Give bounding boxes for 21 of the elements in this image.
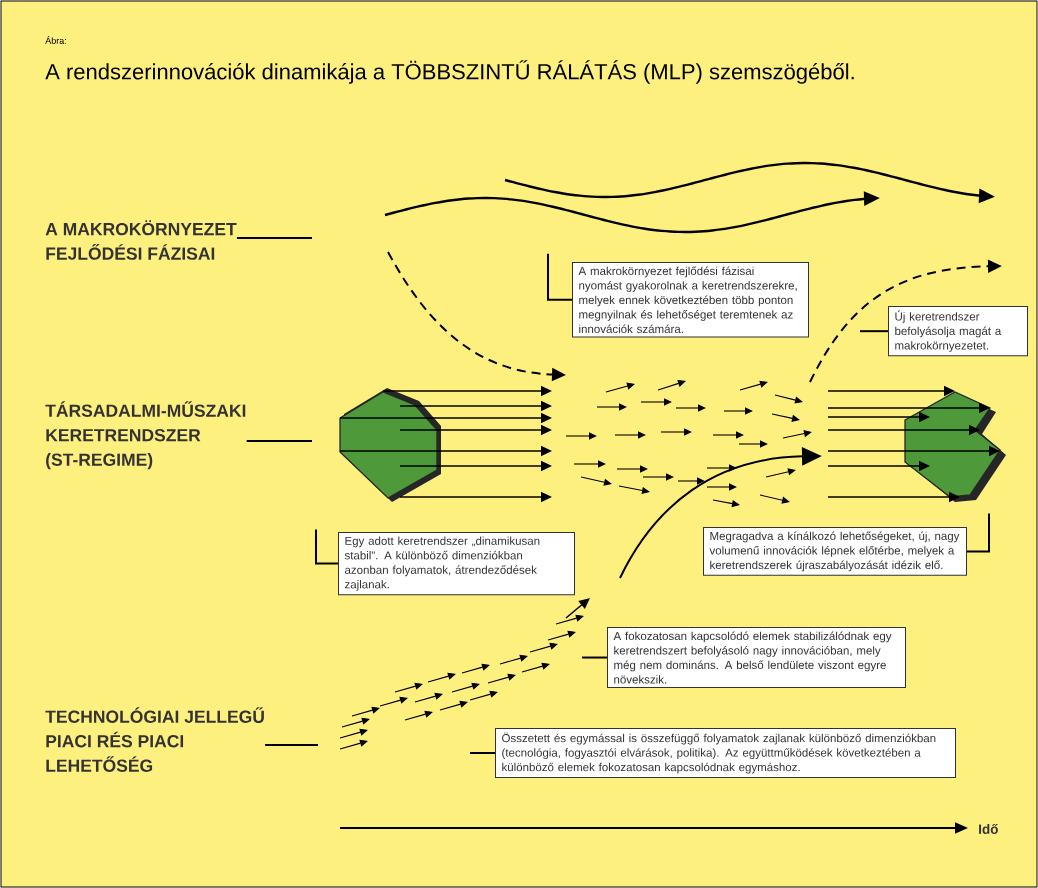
leader-line xyxy=(859,330,889,333)
leader-line xyxy=(966,512,990,553)
callout-box: Új keretrendszer befolyásolja magát a makrokörnyezetet. xyxy=(888,306,1028,357)
callout-box: A makrokörnyezet fejlődési fázisai nyomást gyakorolnak a keretrendszerekre, melyek ennek következtében több ponton megnyilnak és lehetőséget teremtenek az innovációk számára. xyxy=(572,262,809,338)
callout-box: Megragadva a kínálkozó lehetőségeket, új, nagy volumenű innovációk lépnek előtérbe, melyek a keretrendszerek újraszabályozását idézik elő. xyxy=(703,527,967,576)
leader-line xyxy=(581,656,608,659)
leader-line xyxy=(469,752,496,754)
leader-line xyxy=(315,528,339,565)
caption-label: Ábra: xyxy=(45,36,66,44)
level-label: TÁRSADALMI-MŰSZAKI KERETRENDSZER (ST-REGIME) xyxy=(45,401,246,470)
leader-line xyxy=(245,440,313,442)
leader-line xyxy=(235,237,313,239)
callout-box: Összetett és egymással is összefüggő folyamatok zajlanak különböző dimenziókban (tecnológia, fogyasztói elvárások, politika). Az együttműködések következtében a különböző elemek fokozatosan kapcsolódnak egymáshoz. xyxy=(495,728,956,778)
level-label: TECHNOLÓGIAI JELLEGŰ PIACI RÉS PIACI LEHETŐSÉG xyxy=(45,707,264,772)
level-label: A MAKROKÖRNYEZET FEJLŐDÉSI FÁZISAI xyxy=(45,220,237,260)
axis-label: Idő xyxy=(979,824,998,834)
title: A rendszerinnovációk dinamikája a TÖBBSZINTŰ RÁLÁTÁS (MLP) szemszögéből. xyxy=(45,60,854,84)
leader-line xyxy=(547,252,573,301)
callout-box: A fokozatosan kapcsolódó elemek stabilizálódnak egy keretrendszert befolyásoló nagy innovációban, mely még nem domináns. A belső lendülete viszont egyre növekszik. xyxy=(607,627,906,689)
leader-line xyxy=(264,744,319,746)
callout-box: Egy adott keretrendszer „dinamikusan stabil”. A különböző dimenziókban azonban folyamatok, átrendeződések zajlanak. xyxy=(338,532,575,596)
